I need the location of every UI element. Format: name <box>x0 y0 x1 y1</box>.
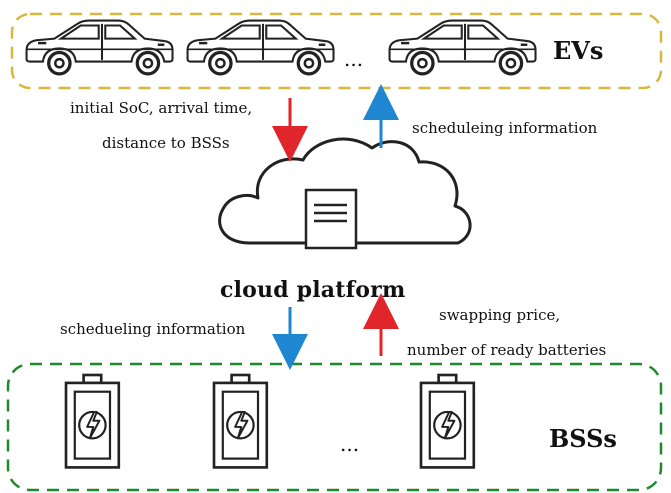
ev-ellipsis: ... <box>344 47 364 71</box>
battery-charging-icon-3 <box>419 373 476 469</box>
battery-charging-icon-2 <box>212 373 269 469</box>
ev-group-border <box>10 12 663 90</box>
ev-car-icon-2 <box>185 18 336 76</box>
cloud-icon <box>218 137 472 250</box>
cloud-platform-label: cloud platform <box>220 277 406 303</box>
bss-to-cloud-label-line1: swapping price, <box>439 306 561 324</box>
bss-group-border <box>6 362 663 492</box>
bss-group-label: BSSs <box>549 424 617 453</box>
ev-car-icon-1 <box>24 18 175 76</box>
bss-to-cloud-label-line2: number of ready batteries <box>407 341 607 359</box>
ev-to-cloud-label-line2: distance to BSSs <box>102 134 230 152</box>
cloud-to-ev-label: scheduleing information <box>412 119 598 137</box>
document-icon <box>304 188 358 250</box>
cloud-to-bss-label: schedueling information <box>60 320 246 338</box>
bss-ellipsis: ... <box>340 432 360 456</box>
ev-car-icon-3 <box>387 18 538 76</box>
ev-to-cloud-label-line1: initial SoC, arrival time, <box>70 99 253 117</box>
ev-group-label: EVs <box>553 36 604 65</box>
battery-charging-icon-1 <box>64 373 121 469</box>
